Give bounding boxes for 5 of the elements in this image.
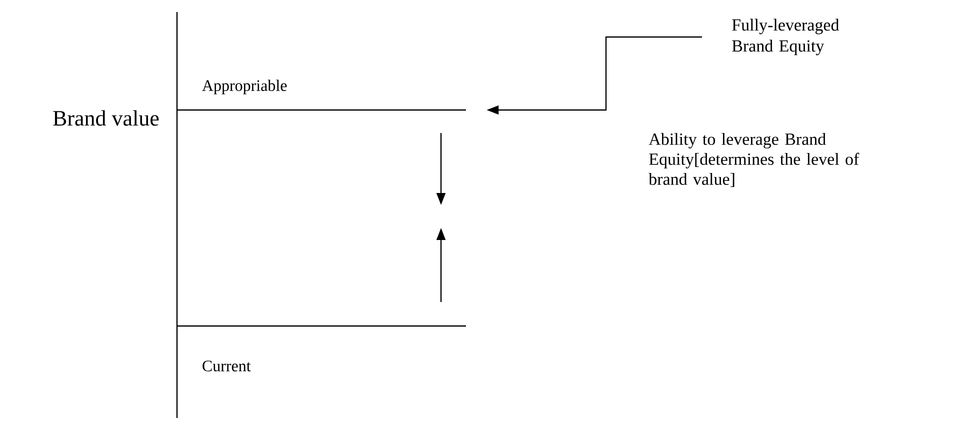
callout-text: Fully-leveraged Brand Equity xyxy=(732,18,840,56)
note-text: Ability to leverage Brand Equity[determines the level of brand value] xyxy=(648,132,860,188)
level-band: Appropriable xyxy=(177,80,466,111)
level-band: Current xyxy=(177,325,466,372)
axis-label: Brand value xyxy=(53,110,159,126)
